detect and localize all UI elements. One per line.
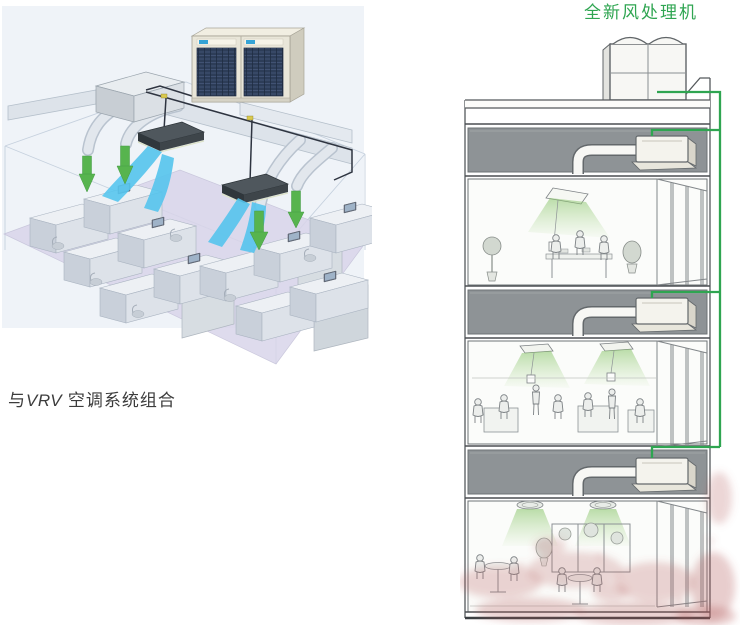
- airflow-cone: [502, 509, 558, 546]
- connector-lines: [650, 90, 722, 458]
- ceiling-plenum-floor2: [465, 286, 710, 338]
- vrv-figure: [0, 6, 372, 386]
- hanging-sensor: [526, 374, 536, 384]
- airflow-down-arrows: [78, 145, 305, 251]
- plant: [482, 236, 502, 282]
- connector-floor1: [650, 128, 720, 136]
- building-figure: [460, 26, 740, 625]
- rooftop-fresh-air-unit: [602, 36, 687, 103]
- vrv-outdoor-unit: [190, 27, 306, 103]
- ceiling-plenum-floor1: [465, 124, 710, 176]
- airflow-cone: [584, 349, 650, 386]
- caption-prefix: 与: [8, 391, 26, 410]
- hanging-sensor: [606, 372, 616, 382]
- roof-slab: [465, 99, 710, 109]
- pipe-joint: [160, 93, 168, 99]
- airflow-cone: [504, 351, 570, 388]
- room-floor2: [467, 340, 708, 448]
- airflow-cone: [528, 198, 610, 238]
- room-floor1: [467, 178, 708, 286]
- meeting-table-group: [545, 230, 613, 278]
- plant: [622, 240, 642, 274]
- ceiling-diffuser: [599, 341, 634, 352]
- plant-shelf: [551, 522, 631, 573]
- fan-dome: [648, 36, 684, 45]
- refrigerant-piping: [145, 85, 353, 183]
- caption-suffix: 空调系统组合: [62, 391, 176, 410]
- connector-floor3: [650, 445, 720, 458]
- ceiling-diffuser: [519, 343, 554, 354]
- fresh-air-unit-label: 全新风处理机: [584, 3, 698, 22]
- connector-trunk: [657, 90, 722, 447]
- brand-logo-mark: [199, 40, 208, 44]
- brand-logo-mark: [246, 40, 255, 44]
- fresh-air-unit: [94, 71, 186, 123]
- pipe-joint: [246, 115, 254, 121]
- caption-brand-vrv: VRV: [26, 391, 63, 410]
- fan-dome: [612, 36, 648, 45]
- building-section-illustration: [460, 36, 736, 625]
- red-watermark: [460, 472, 736, 625]
- ceiling-plenum-floor3: [465, 446, 710, 498]
- ceiling-diffuser: [516, 500, 617, 510]
- connector-floor2: [650, 290, 720, 298]
- vrv-illustration: [2, 6, 372, 365]
- condenser-grille: [196, 47, 237, 97]
- condenser-grille: [243, 47, 284, 97]
- vrv-caption: 与VRV 空调系统组合: [8, 390, 176, 412]
